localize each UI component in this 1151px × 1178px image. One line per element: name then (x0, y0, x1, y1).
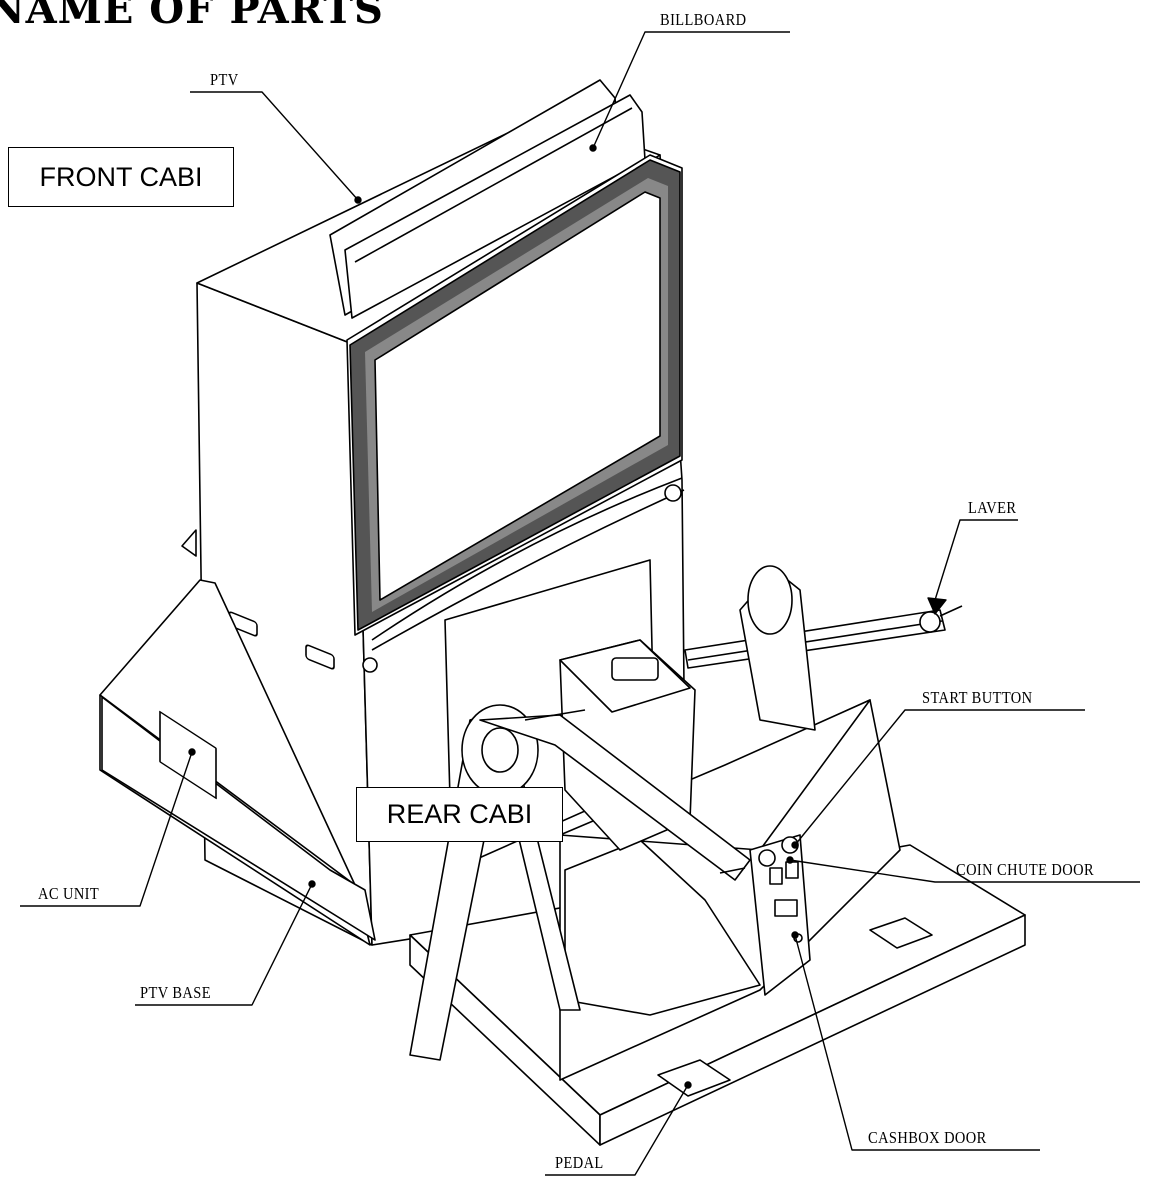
coin-slot-1 (769, 867, 783, 885)
leader-start-button (794, 709, 1085, 846)
dot-start (791, 841, 799, 849)
lever-end-cap (919, 611, 941, 633)
page-heading: NAME OF PARTS (0, 0, 384, 33)
billboard (329, 79, 646, 319)
callout-ac-unit: AC UNIT (38, 884, 100, 903)
coin-slot-2 (785, 861, 799, 879)
leader-ptv (190, 91, 359, 201)
leader-coin-chute (789, 859, 1140, 883)
ptv-screen (374, 191, 661, 601)
dot-ptv (354, 196, 362, 204)
leader-pedal (545, 1084, 689, 1176)
front-cabinet-curve (371, 477, 683, 641)
dot-ptv-base (308, 880, 316, 888)
front-shaft-end (719, 867, 746, 874)
lever-bar-edge (687, 620, 943, 661)
front-cabinet-curve-2 (371, 489, 685, 651)
callout-billboard: BILLBOARD (660, 10, 747, 29)
lever-tip (939, 605, 963, 617)
start-button-ring (758, 849, 776, 867)
rear-cabi-label: REAR CABI (356, 787, 563, 842)
a-frame-pivot-inner (481, 727, 519, 773)
lever-bar (684, 609, 946, 669)
callout-laver: LAVER (968, 498, 1017, 517)
leader-laver (934, 519, 1018, 601)
front-shaft (524, 709, 586, 721)
callout-coin-chute-door: COIN CHUTE DOOR (956, 860, 1095, 879)
rear-cabinet (409, 565, 1026, 1146)
latch-2 (362, 657, 378, 673)
billboard-edge (354, 107, 633, 263)
latch-1 (664, 484, 682, 502)
leader-ptv-base (135, 883, 313, 1006)
rear-pad (869, 917, 933, 949)
dot-ac (188, 748, 196, 756)
leader-cashbox (794, 934, 1040, 1151)
callout-pedal: PEDAL (555, 1153, 604, 1172)
ac-unit (159, 710, 217, 800)
ptv-base (99, 579, 376, 946)
leader-billboard (592, 31, 790, 149)
lever-handle-slot (611, 657, 659, 681)
callout-start-button: START BUTTON (922, 688, 1033, 707)
side-tab (181, 529, 197, 557)
lever-pivot-right (747, 565, 793, 635)
leader-lines (20, 31, 1140, 1176)
dot-pedal (684, 1081, 692, 1089)
leader-ac-unit (20, 751, 193, 907)
coin-slot-3 (774, 899, 798, 917)
laver-arrowhead (927, 597, 947, 615)
ptv-monitor (346, 154, 683, 636)
dot-cashbox (791, 931, 799, 939)
billboard-front-panel (344, 94, 646, 319)
dot-billboard (589, 144, 597, 152)
callout-ptv: PTV (210, 70, 239, 89)
side-vent-2 (305, 644, 335, 670)
pedal-pad (657, 1059, 731, 1097)
dot-coin (786, 856, 794, 864)
callout-ptv-base: PTV BASE (140, 983, 211, 1002)
front-cabi-label: FRONT CABI (8, 147, 234, 207)
callout-cashbox-door: CASHBOX DOOR (868, 1128, 987, 1147)
